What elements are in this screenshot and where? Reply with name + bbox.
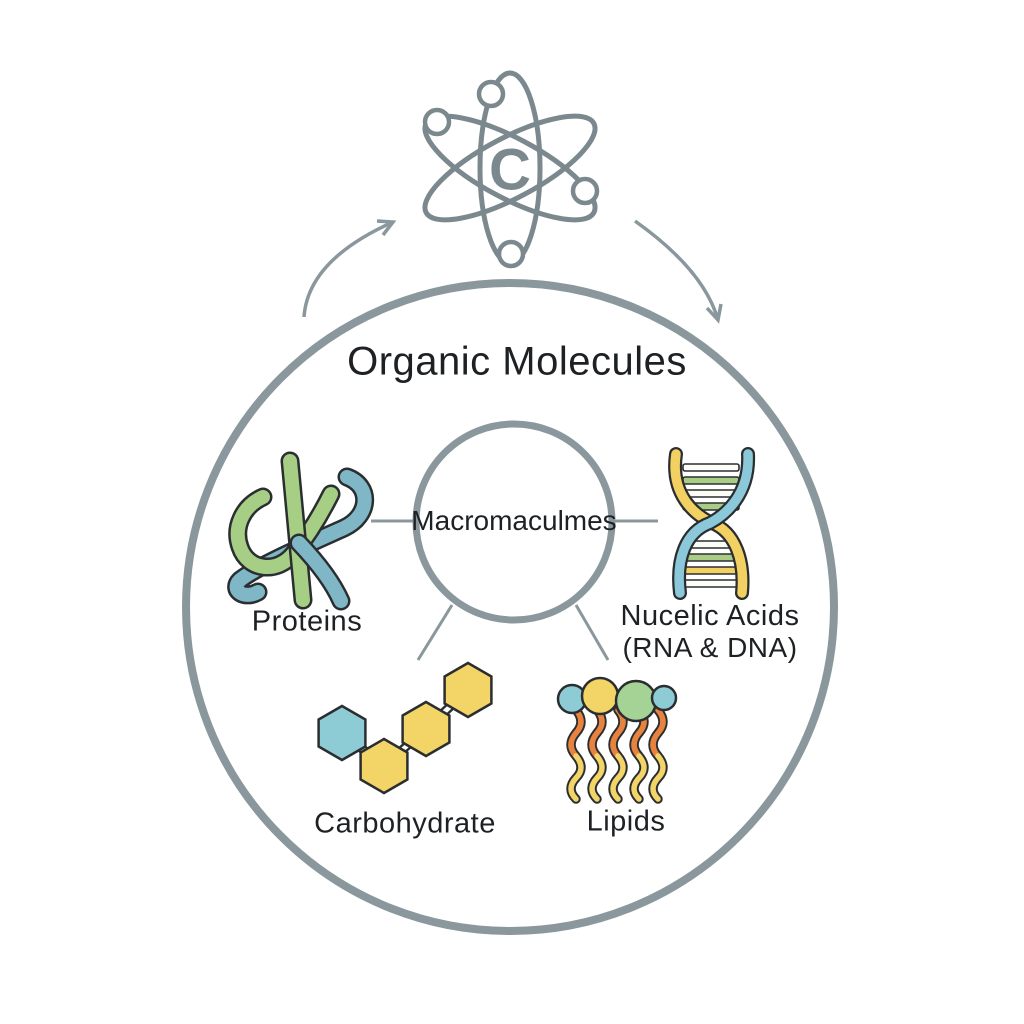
diagram-title: Organic Molecules <box>347 339 687 384</box>
dna-helix-icon <box>668 447 756 600</box>
hexagon-chain-icon <box>317 661 493 795</box>
electron-dot <box>476 79 506 109</box>
electron-dot <box>570 176 600 206</box>
electron-dot <box>496 239 526 269</box>
center-node-label: Macromaculmes <box>411 505 617 536</box>
lipids-label: Lipids <box>586 805 666 838</box>
connector-lipids <box>574 604 610 661</box>
nucleic-acids-line1: Nucelic Acids <box>620 600 800 632</box>
arrow-into-atom-left <box>302 219 397 318</box>
carbon-symbol: C <box>489 137 531 203</box>
arrow-into-circle-right <box>633 219 723 324</box>
phospholipid-icon <box>556 676 678 804</box>
protein-ribbon-icon <box>227 451 375 611</box>
outer-circle <box>182 279 838 935</box>
electron-dot <box>422 107 452 137</box>
center-circle <box>412 420 616 624</box>
nucleic-acids-line2: (RNA & DNA) <box>622 632 798 663</box>
proteins-label: Proteins <box>251 605 363 638</box>
nucleic-acids-label: Nucelic Acids (RNA & DNA) <box>621 600 800 664</box>
carbon-atom-icon <box>422 70 600 269</box>
connector-carbohydrate <box>416 604 454 661</box>
carbohydrate-label: Carbohydrate <box>314 807 496 840</box>
